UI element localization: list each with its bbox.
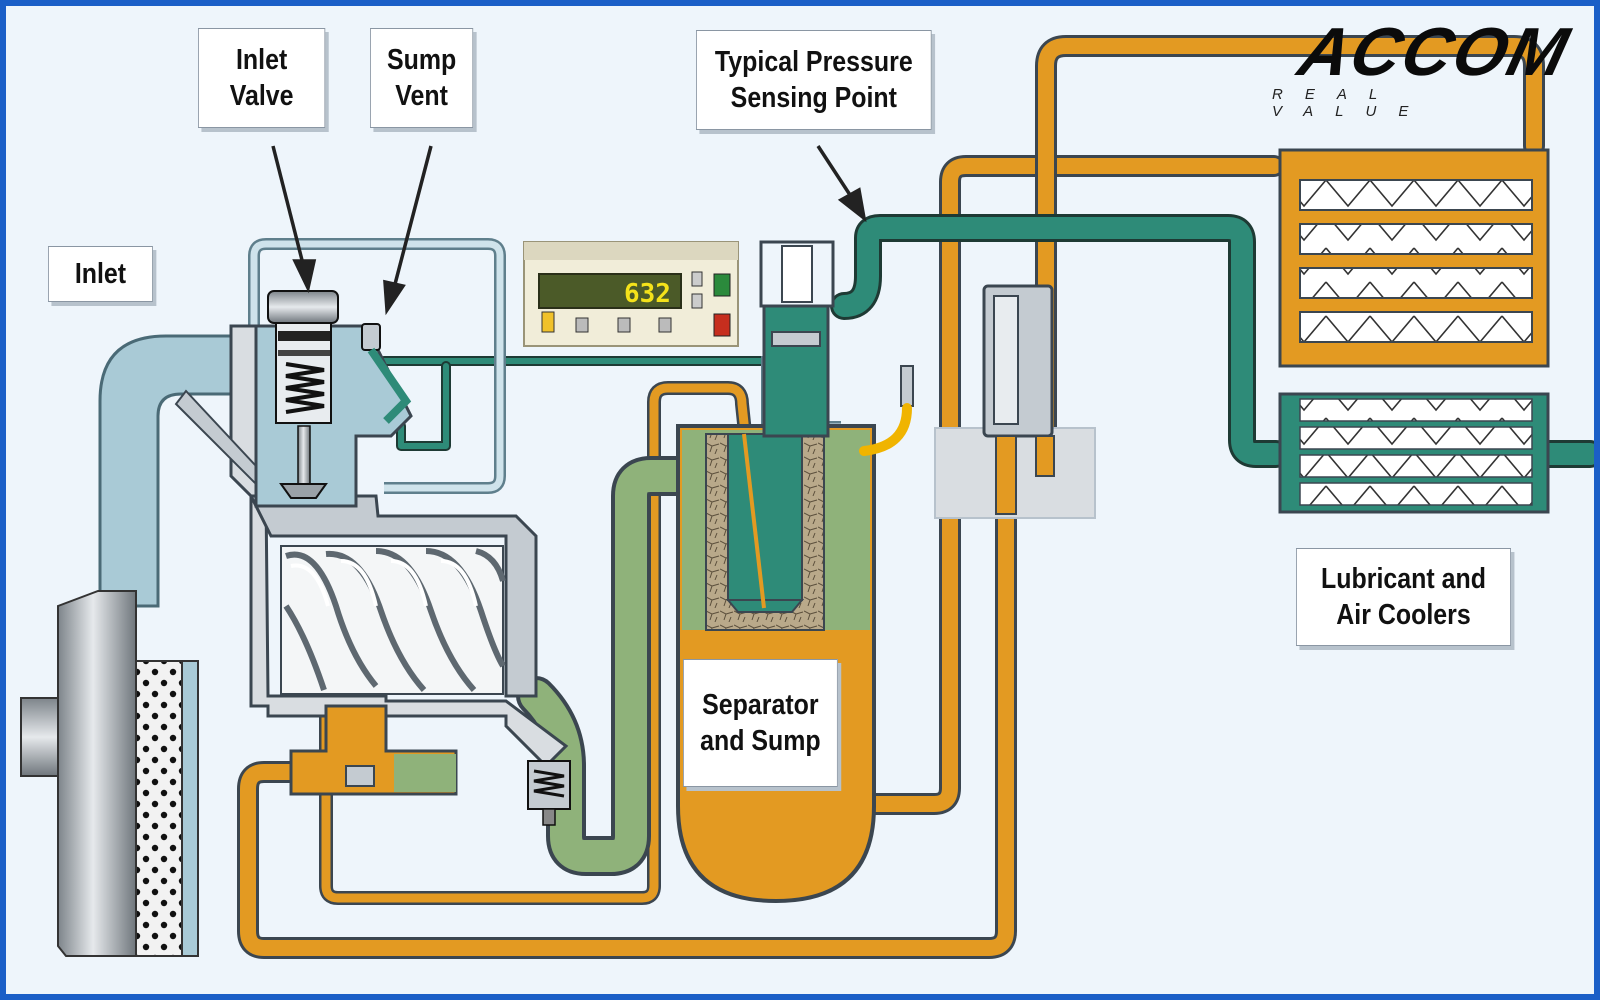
label-inlet-valve-line2: Valve [229, 80, 294, 112]
thermal-valve [934, 284, 1096, 519]
label-coolers-line2: Air Coolers [1336, 599, 1471, 631]
lubricant-return-pipe [237, 395, 1017, 959]
inlet-filter [20, 590, 199, 957]
temperature-sensor [859, 365, 914, 456]
brand-tagline: REAL VALUE [1272, 86, 1431, 120]
label-inlet-valve-line1: Inlet [236, 44, 288, 76]
callout-arrows [271, 145, 867, 316]
compressed-air-line [379, 214, 1594, 468]
air-cooler [1278, 392, 1550, 514]
label-coolers-line1: Lubricant and [1321, 563, 1486, 595]
lubricant-cooler [1278, 148, 1550, 368]
oil-stop-valve [289, 704, 458, 796]
label-pressure-line2: Sensing Point [730, 82, 897, 114]
minimum-check-valve [527, 760, 571, 826]
label-inlet: Inlet [48, 246, 153, 302]
label-pressure-line1: Typical Pressure [714, 46, 913, 78]
diagram-frame: 632 Inlet Valve Sump Vent Typical Pressu… [6, 6, 1594, 994]
brand-logo: ACCOM REAL VALUE [1268, 14, 1577, 120]
label-separator-line1: Separator [702, 689, 819, 721]
label-sump-vent: Sump Vent [370, 28, 474, 128]
compressor-schematic: 632 [20, 35, 1594, 959]
oil-feed-pipe [319, 381, 769, 905]
label-pressure-sensing-point: Typical Pressure Sensing Point [696, 30, 932, 130]
label-sump-vent-line1: Sump [386, 44, 457, 76]
label-lubricant-air-coolers: Lubricant and Air Coolers [1296, 548, 1511, 646]
brand-name: ACCOM [1291, 14, 1578, 90]
label-inlet-line1: Inlet [74, 258, 127, 290]
label-inlet-valve: Inlet Valve [198, 28, 326, 128]
controller-panel: 632 [523, 241, 739, 347]
label-sump-vent-line2: Vent [395, 80, 448, 112]
label-separator-and-sump: Separator and Sump [683, 659, 838, 787]
inlet-pipe [98, 334, 233, 608]
screw-rotors [280, 545, 506, 695]
label-separator-line2: and Sump [700, 725, 821, 757]
inlet-valve-assembly [254, 290, 413, 508]
controller-display-value: 632 [624, 279, 671, 309]
